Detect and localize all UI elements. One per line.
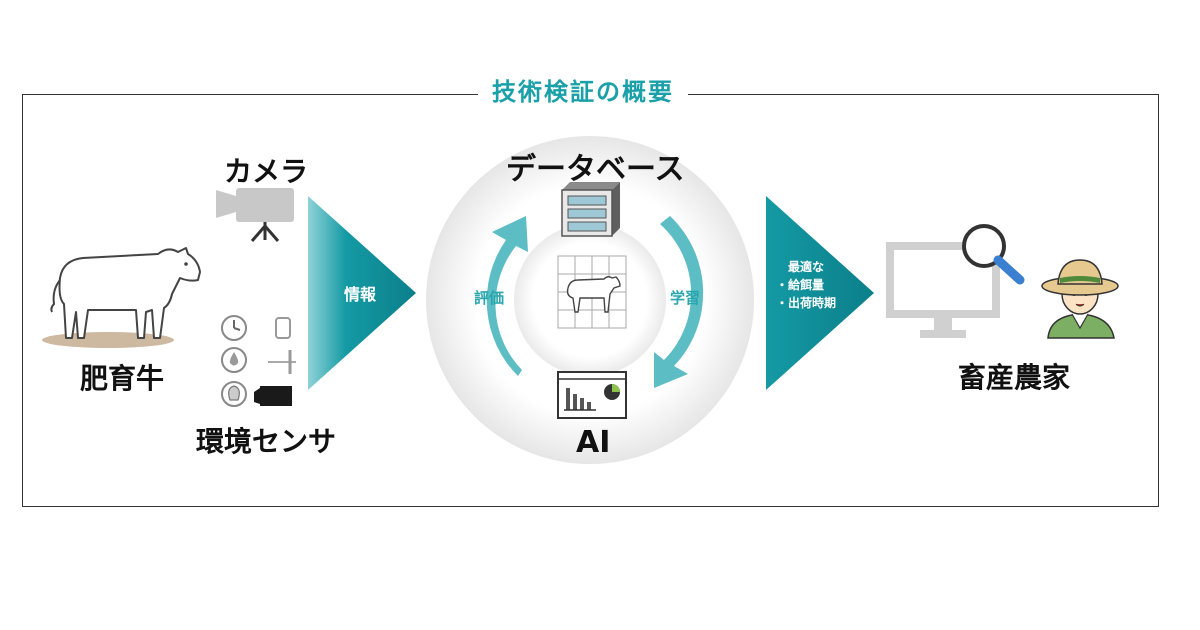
database-icon <box>561 182 620 237</box>
info-arrow-label: 情報 <box>344 285 377 304</box>
output-line-1: 最適な <box>788 260 825 274</box>
sensor-icons <box>221 315 296 407</box>
learn-label: 学習 <box>670 289 701 307</box>
farmer-label: 畜産農家 <box>958 361 1071 394</box>
monitor-icon <box>886 242 1000 338</box>
farmer-icon <box>1041 259 1119 339</box>
ai-chart-icon <box>557 371 627 419</box>
output-line-3: ・出荷時期 <box>776 296 837 310</box>
output-line-2: ・給餌量 <box>776 278 825 292</box>
cattle-label: 肥育牛 <box>80 362 165 395</box>
info-arrow <box>308 196 416 390</box>
camera-icon <box>216 188 294 242</box>
output-arrow <box>766 196 874 390</box>
magnifier-icon <box>962 224 1025 285</box>
database-label: データベース <box>506 152 685 187</box>
cattle-icon <box>42 247 201 348</box>
camera-label: カメラ <box>224 155 309 188</box>
diagram-title: 技術検証の概要 <box>478 76 688 108</box>
evaluate-label: 評価 <box>474 289 505 307</box>
cow-grid-icon <box>557 255 627 329</box>
cycle-disc <box>426 136 754 464</box>
sensor-label: 環境センサ <box>196 425 337 458</box>
ai-label: AI <box>576 425 611 460</box>
